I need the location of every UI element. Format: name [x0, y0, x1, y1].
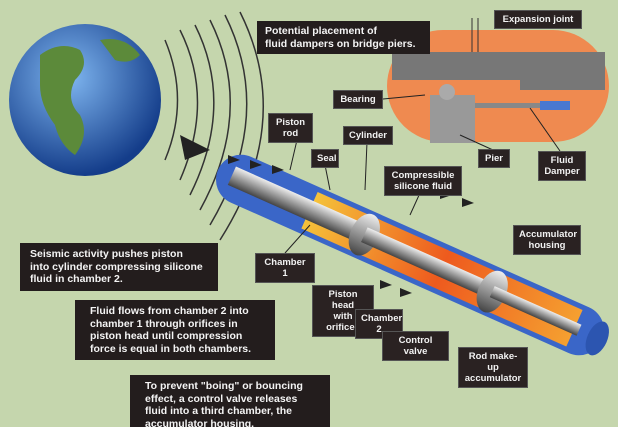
label-placement: Potential placement of fluid dampers on … — [257, 21, 430, 54]
caption-step-1: Seismic activity pushes piston into cyli… — [20, 243, 218, 291]
label-piston-rod: Piston rod — [268, 113, 313, 143]
label-compressible-fluid: Compressible silicone fluid — [384, 166, 462, 196]
label-control-valve: Control valve — [382, 331, 449, 361]
label-accumulator-housing: Accumulator housing — [513, 225, 581, 255]
label-expansion-joint: Expansion joint — [494, 10, 582, 29]
label-chamber-1: Chamber 1 — [255, 253, 315, 283]
label-rod-makeup-accumulator: Rod make-up accumulator — [458, 347, 528, 388]
label-pier: Pier — [478, 149, 510, 168]
damper-cylinder — [215, 154, 609, 356]
caption-step-2: Fluid flows from chamber 2 into chamber … — [75, 300, 275, 360]
label-fluid-damper: Fluid Damper — [538, 151, 586, 181]
leader-lines — [284, 94, 561, 254]
label-seal: Seal — [311, 149, 339, 168]
label-bearing: Bearing — [333, 90, 383, 109]
bridge-pier-inset — [387, 18, 609, 143]
arrow-icon — [180, 135, 210, 160]
label-cylinder: Cylinder — [343, 126, 393, 145]
caption-step-3: To prevent "boing" or bouncing effect, a… — [130, 375, 330, 427]
earth-globe-icon — [9, 24, 161, 176]
